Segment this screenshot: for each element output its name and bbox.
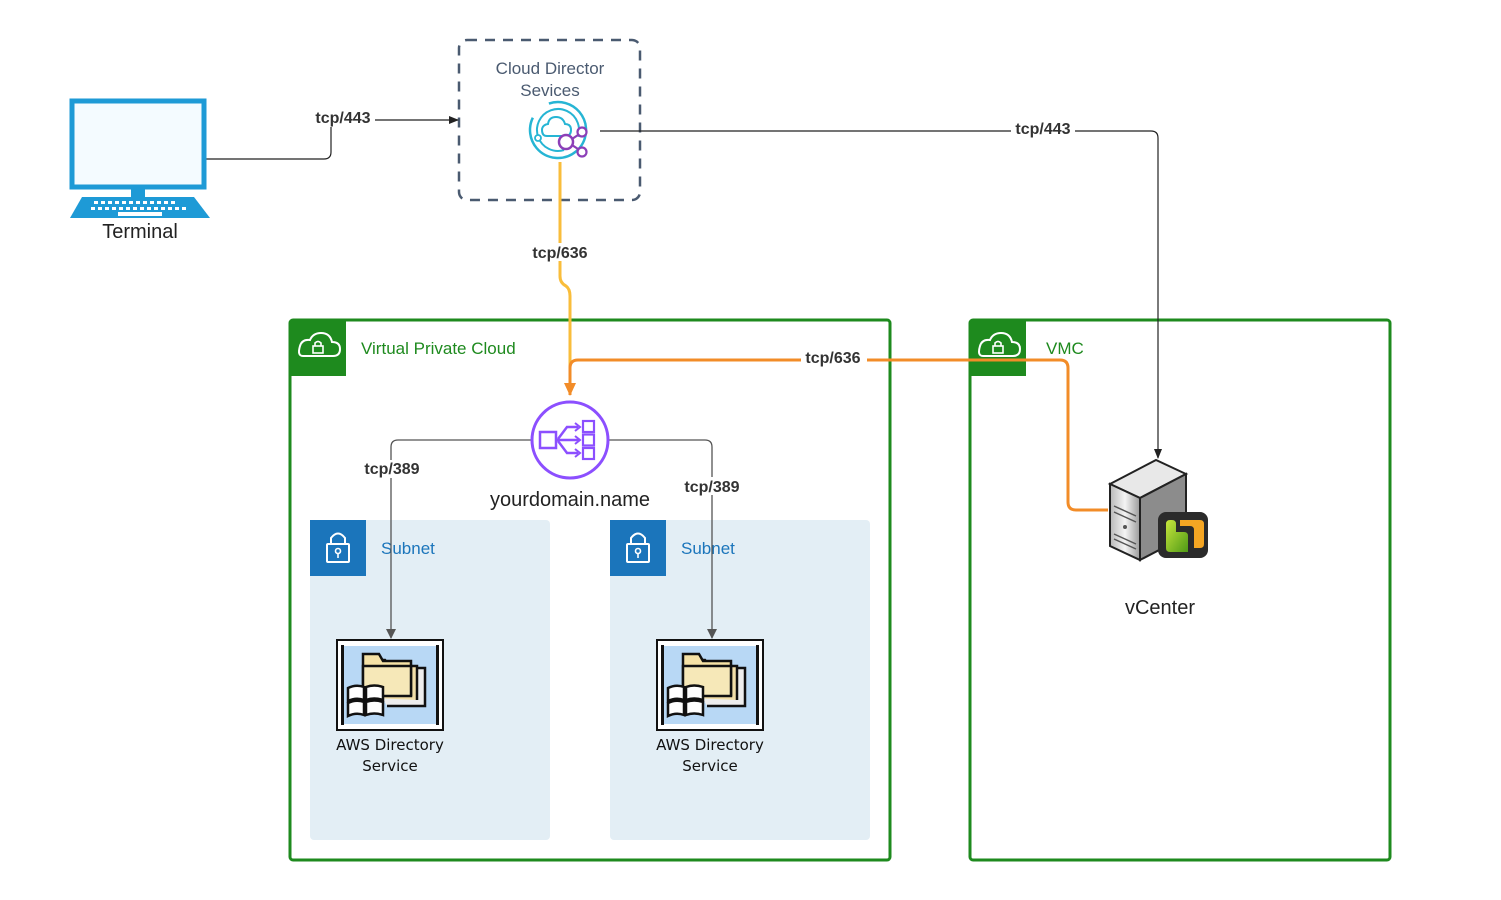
ds2-label-line1: AWS Directory [656,736,764,754]
ds2-node: AWS Directory Service [656,639,764,775]
cds-label-line1: Cloud Director [496,59,605,78]
directory-service-icon [656,639,764,731]
edge-label-lb-ds2: tcp/389 [679,477,745,496]
vpc-group-label: Virtual Private Cloud [361,339,516,358]
vcenter-label: vCenter [1125,597,1195,619]
edge-cds-vcenter [600,130,1162,459]
padlock-icon [626,532,650,563]
lb-node: yourdomain.name [490,400,650,511]
edge-lb-ds1 [386,439,532,639]
ds1-label-line1: AWS Directory [336,736,444,754]
edge-label-terminal-cds-text: tcp/443 [315,110,370,127]
edge-label-lb-ds1-text: tcp/389 [364,461,419,478]
edge-label-cds-vcenter: tcp/443 [1011,120,1075,138]
edge-cds-lb [558,162,572,384]
padlock-icon [326,532,350,563]
edge-lb-ds2 [608,439,717,639]
ds1-label-line2: Service [362,757,417,775]
laptop-icon [69,98,210,218]
subnet-1-label: Subnet [381,539,435,558]
vmc-group-label: VMC [1046,339,1084,358]
edge-label-vcenter-lb: tcp/636 [801,349,867,367]
subnet-2-label: Subnet [681,539,735,558]
vcenter-server-icon [1107,458,1208,562]
cds-label-line2: Sevices [520,81,580,100]
vpc-group: Virtual Private Cloud [288,318,892,862]
edge-label-lb-ds2-text: tcp/389 [684,479,739,496]
lb-label: yourdomain.name [490,489,650,511]
terminal-node: Terminal [69,98,210,243]
cloud-director-icon [528,100,588,160]
edge-label-lb-ds1: tcp/389 [359,460,425,478]
directory-service-icon [336,639,444,731]
cds-node [528,100,588,160]
vcenter-node: vCenter [1107,458,1208,619]
edge-label-cds-vcenter-text: tcp/443 [1015,121,1070,138]
edge-label-terminal-cds: tcp/443 [311,109,375,127]
cloud-lock-icon [978,331,1022,357]
load-balancer-icon [530,400,610,480]
cds-container: Cloud Director Sevices [457,38,642,202]
cloud-lock-icon [298,331,342,357]
vmc-group: VMC [968,318,1392,862]
terminal-label: Terminal [102,221,178,243]
ds2-label-line2: Service [682,757,737,775]
edge-label-vcenter-lb-text: tcp/636 [805,350,860,367]
ds1-node: AWS Directory Service [336,639,444,775]
edge-vcenter-lb [564,358,1108,512]
edge-label-cds-lb: tcp/636 [527,243,593,262]
edge-label-cds-lb-text: tcp/636 [532,245,587,262]
